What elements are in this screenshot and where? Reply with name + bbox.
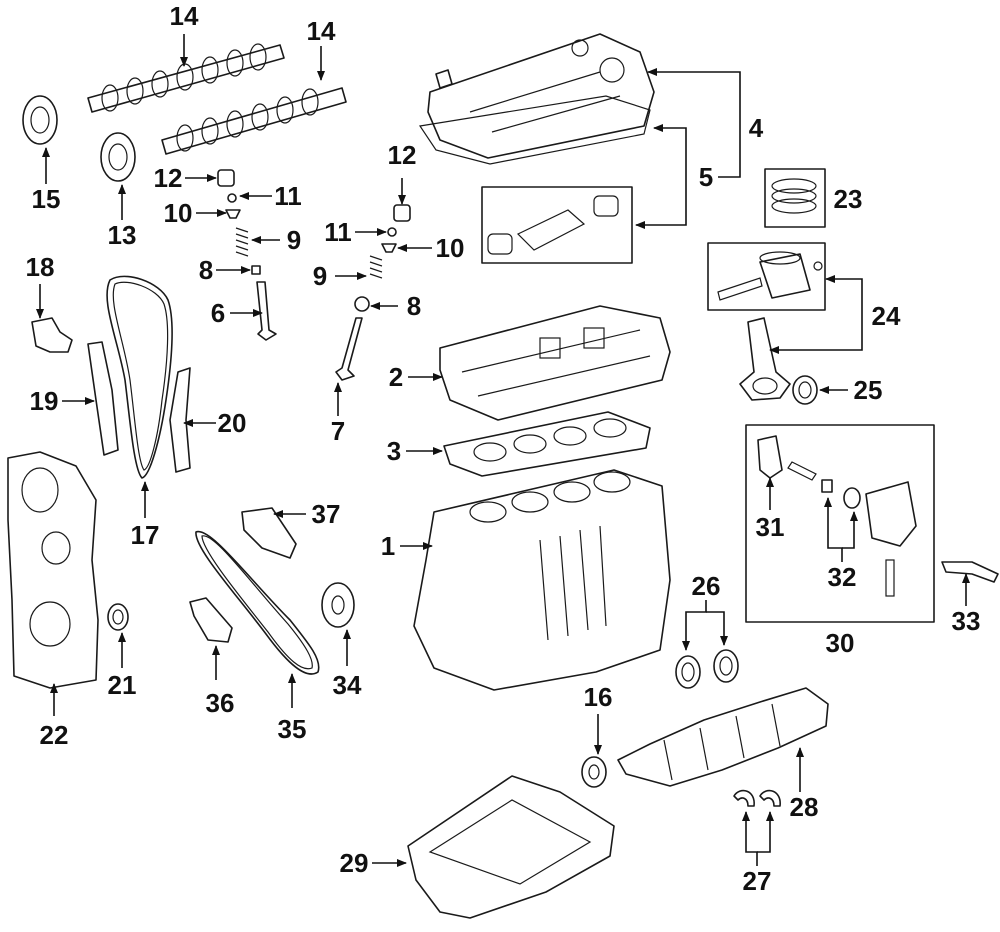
callout-32: 32 [828, 562, 857, 592]
sensor-18 [31, 317, 73, 353]
sprocket-34 [321, 582, 355, 628]
callout-33: 33 [952, 606, 981, 636]
callout-20: 20 [218, 408, 247, 438]
callout-21: 21 [108, 670, 137, 700]
callout-18: 18 [26, 252, 55, 282]
callout-16: 16 [584, 682, 613, 712]
chain-guide-19 [87, 341, 119, 456]
callout-27: 27 [743, 866, 772, 896]
thrust-washers-27 [733, 789, 781, 807]
callout-22: 22 [40, 720, 69, 750]
valve-cover-4 [427, 33, 655, 159]
seal-21 [107, 603, 129, 631]
valve-cover-gasket [418, 95, 651, 165]
chain-guide-37 [241, 507, 297, 559]
callout-29: 29 [340, 848, 369, 878]
callout-28: 28 [790, 792, 819, 822]
main-bearings-26 [675, 649, 739, 689]
callout-14-exhaust: 14 [307, 16, 336, 46]
oil-pan-29 [407, 775, 615, 919]
engine-block-1 [413, 469, 671, 691]
piston-rings-23 [764, 168, 826, 228]
leader-lines [36, 34, 970, 867]
callout-19: 19 [30, 386, 59, 416]
callout-5: 5 [699, 162, 713, 192]
callout-7: 7 [331, 416, 345, 446]
callout-24: 24 [872, 301, 901, 331]
callout-36: 36 [206, 688, 235, 718]
drive-chain-35 [195, 530, 320, 675]
connecting-rod [739, 317, 791, 401]
callout-30: 30 [826, 628, 855, 658]
callout-12-left: 12 [154, 163, 183, 193]
piston-box-24 [707, 242, 826, 311]
callout-2: 2 [389, 362, 403, 392]
callout-3: 3 [387, 436, 401, 466]
callout-26: 26 [692, 571, 721, 601]
sensor-33 [941, 561, 999, 583]
callout-8-right: 8 [407, 291, 421, 321]
callout-10-left: 10 [164, 198, 193, 228]
crankshaft-28 [617, 687, 829, 787]
head-gasket-3 [443, 411, 651, 477]
callout-35: 35 [278, 714, 307, 744]
oil-pump-box-30 [745, 424, 935, 623]
callout-11-left: 11 [274, 181, 302, 211]
callout-6: 6 [211, 298, 225, 328]
intake-camshaft [87, 43, 285, 113]
cylinder-head-2 [439, 305, 671, 421]
callout-8-left: 8 [199, 255, 213, 285]
timing-cover-22 [7, 451, 99, 689]
chain-tensioner-arm-20 [169, 367, 191, 473]
callout-4: 4 [749, 113, 764, 143]
callout-11-right: 11 [324, 217, 352, 247]
camshaft-sprocket-13 [100, 132, 136, 182]
callout-15: 15 [32, 184, 61, 214]
valve-train-left [217, 169, 277, 341]
exhaust-camshaft [161, 87, 347, 155]
rod-bearing-25 [792, 375, 818, 405]
callout-17: 17 [131, 520, 160, 550]
callout-12-right: 12 [388, 140, 417, 170]
callout-10-right: 10 [436, 233, 465, 263]
valve-train-right [335, 204, 411, 381]
camshaft-sprocket-15 [22, 95, 58, 145]
callout-9-left: 9 [287, 225, 301, 255]
callout-1: 1 [381, 531, 395, 561]
callout-13: 13 [108, 220, 137, 250]
callout-34: 34 [333, 670, 362, 700]
chain-tensioner-36 [189, 597, 233, 643]
timing-chain-17 [106, 275, 173, 479]
callout-25: 25 [854, 375, 883, 405]
crank-sprocket-16 [581, 756, 607, 788]
callout-37: 37 [312, 499, 341, 529]
callout-31: 31 [756, 512, 785, 542]
callout-9-right: 9 [313, 261, 327, 291]
callout-14-intake: 14 [170, 1, 199, 31]
callout-23: 23 [834, 184, 863, 214]
callout-labels: 14 14 15 13 12 11 10 9 8 6 12 11 10 9 8 … [26, 1, 981, 896]
gasket-kit-box-5 [481, 186, 633, 264]
